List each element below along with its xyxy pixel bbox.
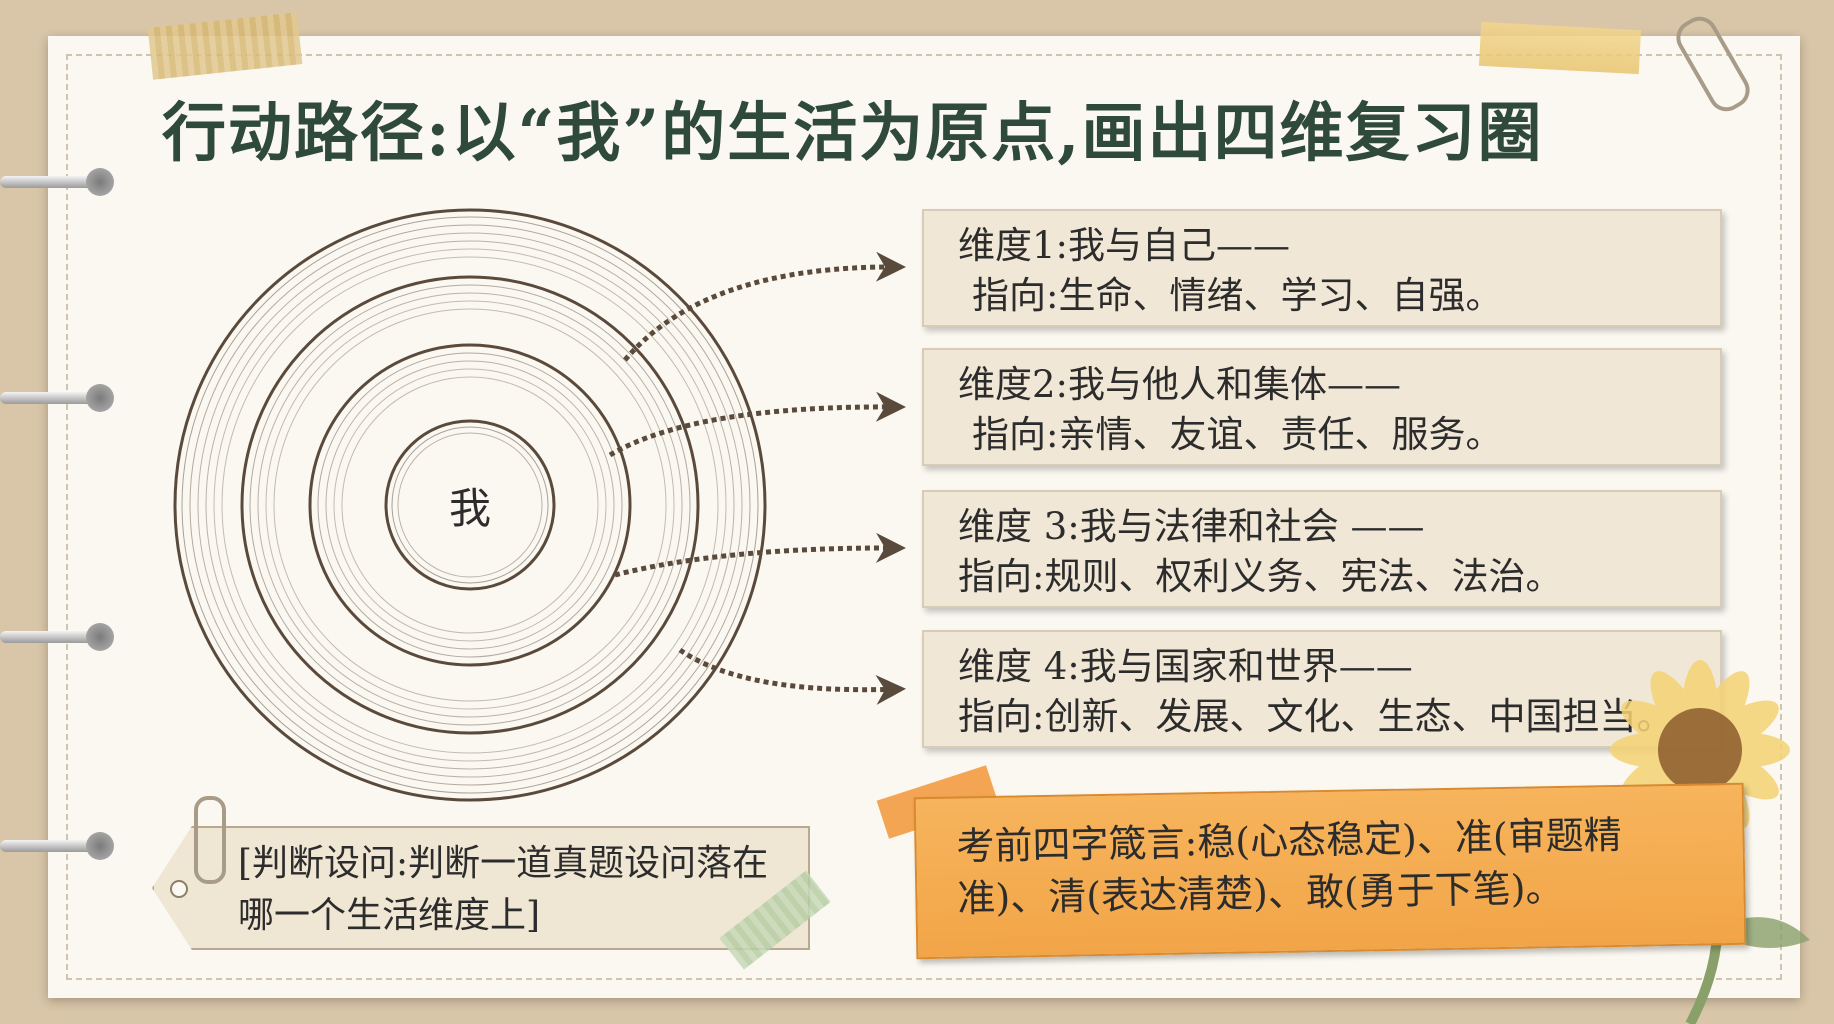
- paperclip-small-icon: [194, 796, 226, 884]
- note-text: [判断设问:判断一道真题设问落在哪一个生活维度上]: [238, 843, 769, 936]
- binder-ring-icon: [0, 168, 120, 196]
- binder-ring-icon: [0, 832, 120, 860]
- dimension-desc: 指向:创新、发展、文化、生态、中国担当。: [958, 695, 1674, 738]
- arrow-dimension-3: [614, 532, 906, 578]
- outer-ring: [173, 208, 767, 802]
- dimension-card-3: 维度 3:我与法律和社会 —— 指向:规则、权利义务、宪法、法治。: [922, 490, 1722, 608]
- dimension-desc: 指向:规则、权利义务、宪法、法治。: [958, 555, 1563, 598]
- ring-3: [240, 275, 700, 735]
- dimension-title: 维度2:我与他人和集体——: [958, 363, 1402, 406]
- dimension-desc: 指向:亲情、友谊、责任、服务。: [972, 413, 1503, 456]
- note-tag: [152, 826, 810, 950]
- inner-ring: [384, 419, 556, 591]
- ring-2: [308, 343, 632, 667]
- page-title: 行动路径:以“我”的生活为原点,画出四维复习圈: [162, 96, 1544, 171]
- dashed-border: [66, 54, 1782, 980]
- binder-ring-icon: [0, 384, 120, 412]
- dimension-title: 维度1:我与自己——: [958, 224, 1291, 267]
- arrow-dimension-2: [608, 391, 906, 458]
- dimension-title: 维度 3:我与法律和社会 ——: [958, 505, 1425, 548]
- dimension-card-2: 维度2:我与他人和集体—— 指向:亲情、友谊、责任、服务。: [922, 348, 1722, 466]
- dimension-card-1: 维度1:我与自己—— 指向:生命、情绪、学习、自强。: [922, 209, 1722, 327]
- dimension-card-4: 维度 4:我与国家和世界—— 指向:创新、发展、文化、生态、中国担当。: [922, 630, 1722, 748]
- concentric-circles-diagram: 我: [173, 208, 906, 802]
- tag-hole-icon: [170, 880, 188, 898]
- dimension-desc: 指向:生命、情绪、学习、自强。: [972, 274, 1503, 317]
- dimension-title: 维度 4:我与国家和世界——: [958, 645, 1413, 688]
- washi-tape-top-right: [1478, 21, 1642, 75]
- center-label: 我: [449, 484, 491, 533]
- advice-text: 考前四字箴言:稳(心态稳定)、准(审题精准)、清(表达清楚)、敢(勇于下笔)。: [956, 812, 1623, 921]
- arrow-dimension-4: [678, 647, 906, 705]
- advice-box: 考前四字箴言:稳(心态稳定)、准(审题精准)、清(表达清楚)、敢(勇于下笔)。: [913, 782, 1747, 960]
- binder-ring-icon: [0, 623, 120, 651]
